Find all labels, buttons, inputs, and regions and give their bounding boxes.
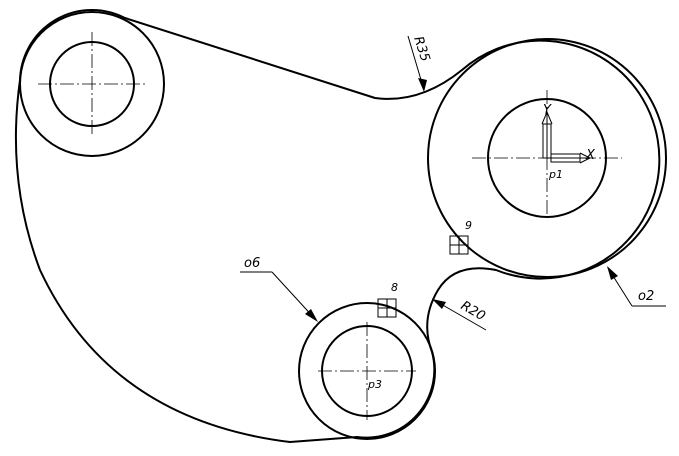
o2-leader	[607, 266, 666, 307]
coordinate-axes-icon	[541, 110, 592, 164]
marker-8-label: 8	[391, 281, 398, 294]
top-left-outer-circle	[19, 11, 165, 157]
bottom-outer-circle	[298, 302, 436, 440]
marker-9-label: 9	[465, 219, 472, 232]
radius-r35-label: R35	[410, 35, 432, 64]
r20-leader	[432, 299, 487, 331]
o6-leader	[240, 271, 318, 322]
point-p1-label: p1	[548, 168, 563, 181]
circle-o6-label: o6	[244, 256, 260, 271]
radius-r20-label: R20	[458, 298, 488, 324]
axis-x-label: X	[585, 148, 596, 163]
point-p3-label: p3	[367, 378, 382, 391]
axis-y-label: Y	[543, 103, 552, 118]
right-outer-circle	[427, 38, 667, 278]
marker-9-box	[449, 235, 469, 255]
marker-8-box	[377, 298, 397, 318]
circle-o2-label: o2	[638, 289, 654, 304]
part-outer-contour	[14, 8, 661, 443]
r35-leader	[407, 35, 427, 92]
